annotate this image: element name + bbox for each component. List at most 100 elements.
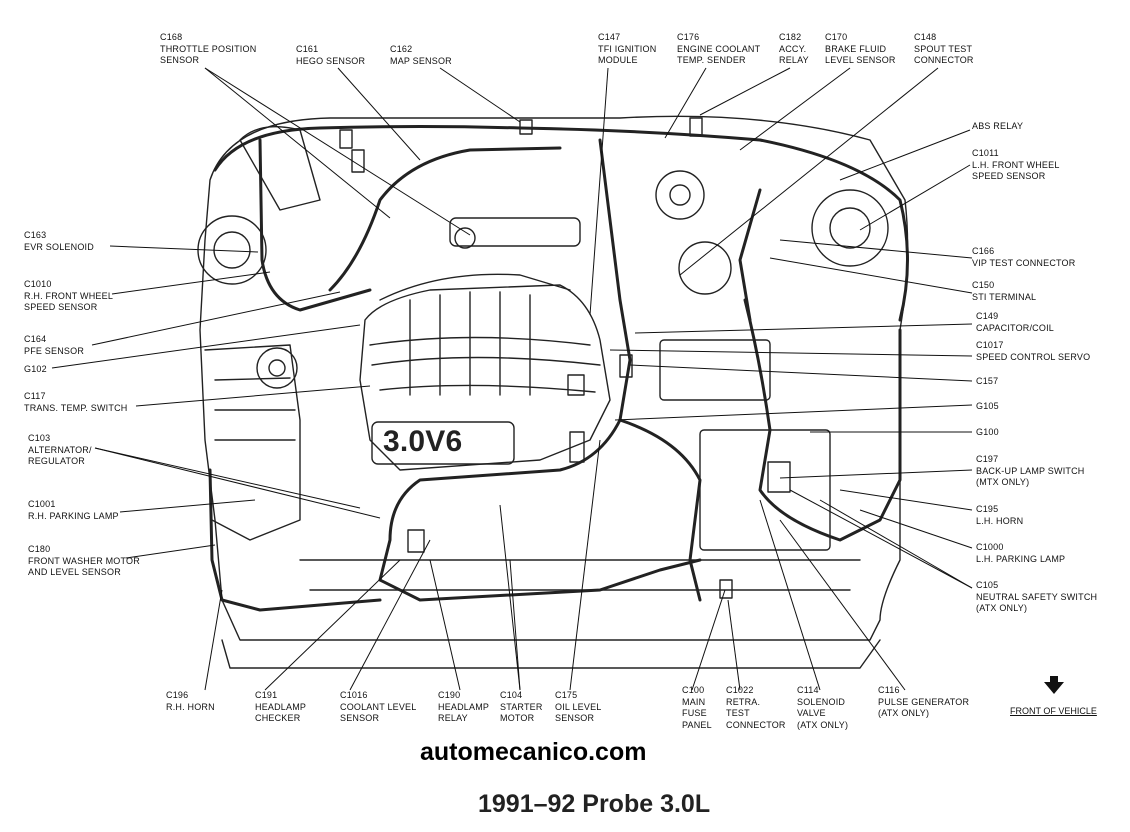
label-line: SENSOR (555, 713, 595, 723)
label-line: STARTER (500, 701, 543, 712)
diagram-title: 1991–92 Probe 3.0L (478, 790, 711, 818)
label-line: C1017 (976, 340, 1004, 350)
label-line: C164 (24, 334, 47, 344)
label-line: R.H. PARKING LAMP (28, 510, 119, 521)
label-line: MODULE (598, 55, 638, 65)
label-line: C116 (878, 685, 900, 695)
engine-badge-text: 3.0V6 (383, 425, 463, 458)
label-line: C191 (255, 690, 278, 700)
label-line: C1016 (340, 690, 368, 700)
label-line: C166 (972, 246, 995, 256)
label-line: SPEED SENSOR (24, 302, 98, 312)
label-line: C1010 (24, 279, 52, 289)
label-line: C168 (160, 32, 183, 42)
label-line: G100 (976, 427, 999, 437)
label-line: AND LEVEL SENSOR (28, 567, 121, 577)
label-line: (ATX ONLY) (976, 603, 1028, 613)
label-line: LEVEL SENSOR (825, 55, 896, 65)
label-line: VALVE (797, 708, 826, 718)
label-c157: C157 (976, 376, 998, 388)
label-line: RETRA. (726, 696, 761, 707)
label-line: C104 (500, 690, 523, 700)
label-line: STI TERMINAL (972, 291, 1037, 302)
label-line: TRANS. TEMP. SWITCH (24, 402, 128, 413)
label-line: TEST (726, 708, 750, 718)
label-line: (ATX ONLY) (878, 708, 930, 718)
label-line: RELAY (438, 713, 468, 723)
label-line: OIL LEVEL (555, 701, 602, 712)
label-line: CAPACITOR/COIL (976, 322, 1054, 333)
watermark: automecanico.com (420, 738, 647, 766)
label-abs: ABS RELAY (972, 121, 1023, 133)
label-line: SENSOR (340, 713, 380, 723)
label-line: C157 (976, 376, 999, 386)
label-line: C1001 (28, 499, 56, 509)
label-line: C148 (914, 32, 937, 42)
label-line: EVR SOLENOID (24, 241, 94, 252)
label-line: PFE SENSOR (24, 345, 85, 356)
wiring-harness (213, 125, 909, 322)
label-line: SPEED SENSOR (972, 171, 1046, 181)
label-line: C182 (779, 32, 802, 42)
brake-booster (655, 170, 705, 220)
main-fuse-panel (699, 429, 831, 551)
label-line: CONNECTOR (726, 719, 786, 730)
label-line: MAP SENSOR (390, 55, 452, 66)
label-line: BACK-UP LAMP SWITCH (976, 465, 1085, 476)
label-line: CHECKER (255, 713, 301, 723)
label-line: C163 (24, 230, 47, 240)
label-g105: G105 (976, 401, 999, 413)
label-line: G105 (976, 401, 999, 411)
label-line: C196 (166, 690, 189, 700)
label-line: L.H. FRONT WHEEL (972, 159, 1060, 170)
label-line: R.H. HORN (166, 701, 215, 712)
label-line: (MTX ONLY) (976, 477, 1030, 487)
label-line: C197 (976, 454, 999, 464)
label-line: C117 (24, 391, 46, 401)
label-line: C150 (972, 280, 995, 290)
label-line: C103 (28, 433, 51, 443)
label-line: TEMP. SENDER (677, 55, 746, 65)
label-line: C161 (296, 44, 319, 54)
label-line: HEADLAMP (438, 701, 490, 712)
label-line: C180 (28, 544, 51, 554)
label-line: SOLENOID (797, 696, 846, 707)
label-line: SPEED CONTROL SERVO (976, 351, 1091, 362)
label-line: C105 (976, 580, 999, 590)
label-line: ACCY. (779, 43, 807, 54)
label-line: CONNECTOR (914, 55, 974, 65)
label-g102: G102 (24, 364, 47, 376)
label-line: L.H. PARKING LAMP (976, 553, 1066, 564)
label-line: ABS RELAY (972, 121, 1024, 131)
label-line: L.H. HORN (976, 515, 1024, 526)
body-outline (199, 115, 909, 641)
label-line: C147 (598, 32, 621, 42)
label-line: C162 (390, 44, 413, 54)
label-line: REGULATOR (28, 456, 85, 466)
label-line: MOTOR (500, 713, 535, 723)
label-line: HEGO SENSOR (296, 55, 366, 66)
label-line: SENSOR (160, 55, 200, 65)
label-line: C1022 (726, 685, 754, 695)
